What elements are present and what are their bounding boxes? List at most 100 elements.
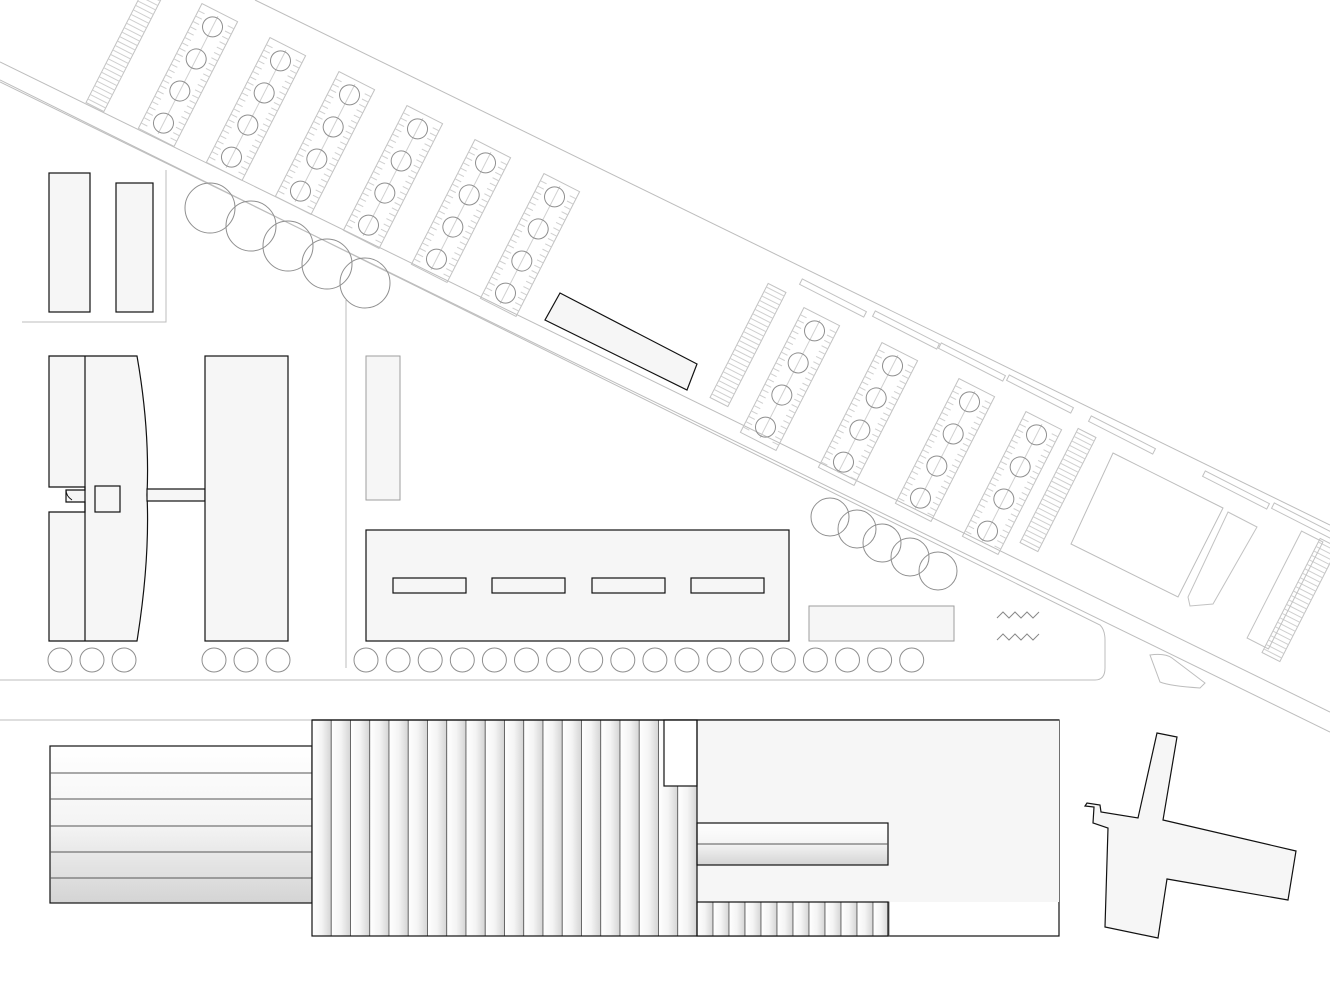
parking-bay bbox=[861, 381, 869, 386]
tree bbox=[926, 455, 948, 477]
parking-bay bbox=[370, 176, 378, 181]
parking-bay bbox=[318, 184, 325, 189]
parking-bay bbox=[944, 406, 951, 411]
parking-bay bbox=[1268, 639, 1287, 650]
parking-bay bbox=[967, 525, 975, 530]
parking-bay bbox=[140, 122, 148, 127]
parking-bay bbox=[713, 389, 733, 399]
parking-strips bbox=[85, 0, 1330, 663]
parking-bay bbox=[783, 420, 790, 425]
parking-bay bbox=[799, 388, 807, 393]
roof-strip bbox=[350, 719, 371, 937]
parking-outline bbox=[961, 410, 1063, 556]
parking-bay bbox=[316, 115, 323, 120]
parking-strip bbox=[1261, 537, 1330, 663]
parking-bay bbox=[1053, 476, 1072, 487]
parking-bay bbox=[391, 207, 399, 212]
parking-bay bbox=[154, 95, 162, 100]
parking-bay bbox=[491, 276, 498, 281]
parking-bay bbox=[1019, 423, 1027, 428]
parking-bay bbox=[1311, 554, 1330, 565]
parking-bay bbox=[402, 186, 410, 191]
east-plaza bbox=[1070, 452, 1258, 607]
parking-bay bbox=[429, 132, 437, 137]
parking-bay bbox=[187, 31, 194, 36]
parking-bay bbox=[775, 436, 782, 441]
roof-strip bbox=[619, 719, 640, 937]
parking-bay bbox=[137, 0, 156, 11]
parking-bay bbox=[337, 146, 344, 151]
parking-bay bbox=[777, 430, 785, 435]
parking-bay bbox=[281, 85, 289, 91]
street-tree bbox=[706, 647, 732, 673]
parking-bay bbox=[877, 423, 885, 428]
parking-bay bbox=[729, 357, 749, 368]
roof-strip bbox=[824, 901, 842, 937]
parking-bay bbox=[935, 496, 943, 501]
parking-bay bbox=[481, 198, 489, 203]
tree bbox=[220, 146, 242, 168]
parking-bay bbox=[418, 153, 426, 159]
parking-bay bbox=[874, 428, 882, 433]
parking-bay bbox=[973, 421, 981, 426]
parking-bay bbox=[1022, 418, 1029, 423]
parking-bay bbox=[829, 329, 837, 334]
parking-bay bbox=[135, 4, 154, 15]
parking-bay bbox=[1016, 428, 1024, 433]
tree bbox=[804, 320, 826, 342]
roof-strip bbox=[792, 901, 810, 937]
parking-bay bbox=[443, 273, 450, 278]
parking-outline bbox=[1261, 537, 1330, 663]
parking-bay bbox=[964, 530, 972, 535]
parking-bay bbox=[807, 371, 815, 377]
parking-bay bbox=[864, 375, 872, 381]
parking-bay bbox=[443, 199, 451, 204]
parking-bay bbox=[955, 385, 962, 390]
tree bbox=[475, 152, 497, 174]
parking-bay bbox=[456, 246, 464, 251]
tree bbox=[511, 250, 533, 272]
parking-bay bbox=[255, 65, 262, 70]
parking-strip bbox=[1246, 530, 1324, 650]
parking-bay bbox=[142, 0, 161, 2]
parking-outline bbox=[342, 104, 444, 250]
parking-bay bbox=[743, 331, 762, 342]
parking-bay bbox=[946, 475, 954, 480]
parking-bay bbox=[471, 146, 478, 151]
parking-bay bbox=[534, 190, 542, 195]
parking-bay bbox=[520, 291, 528, 296]
parking-bay bbox=[561, 211, 569, 216]
parking-bay bbox=[251, 144, 259, 149]
parking-bay bbox=[823, 456, 831, 461]
parking-bay bbox=[364, 93, 372, 98]
parking-bay bbox=[866, 444, 874, 449]
parking-bay bbox=[767, 378, 775, 383]
parking-bay bbox=[810, 366, 818, 371]
parking-bay bbox=[448, 262, 456, 267]
tree bbox=[185, 48, 207, 70]
parking-bay bbox=[424, 143, 432, 148]
parking-bay bbox=[780, 425, 788, 430]
parking-bay bbox=[826, 334, 834, 339]
parking-bay bbox=[897, 497, 905, 502]
parking-bay bbox=[452, 183, 459, 188]
parking-bay bbox=[467, 225, 475, 230]
parking-bay bbox=[419, 247, 427, 252]
parking-bay bbox=[407, 175, 415, 180]
parking-outline bbox=[1246, 530, 1324, 650]
tree bbox=[374, 182, 396, 204]
parking-bay bbox=[291, 163, 299, 168]
parking-bay bbox=[501, 255, 509, 260]
parking-bay bbox=[718, 380, 737, 391]
parking-bay bbox=[791, 330, 799, 335]
parking-bay bbox=[430, 226, 437, 231]
parking-bay bbox=[279, 91, 286, 96]
parking-bay bbox=[899, 380, 907, 385]
parking-bay bbox=[949, 395, 957, 400]
parking-bay bbox=[249, 150, 256, 155]
parking-bay bbox=[149, 106, 156, 111]
parking-bay bbox=[257, 134, 265, 139]
parking-bay bbox=[451, 257, 459, 262]
roof-strip bbox=[728, 901, 746, 937]
parking-bay bbox=[994, 545, 1001, 550]
